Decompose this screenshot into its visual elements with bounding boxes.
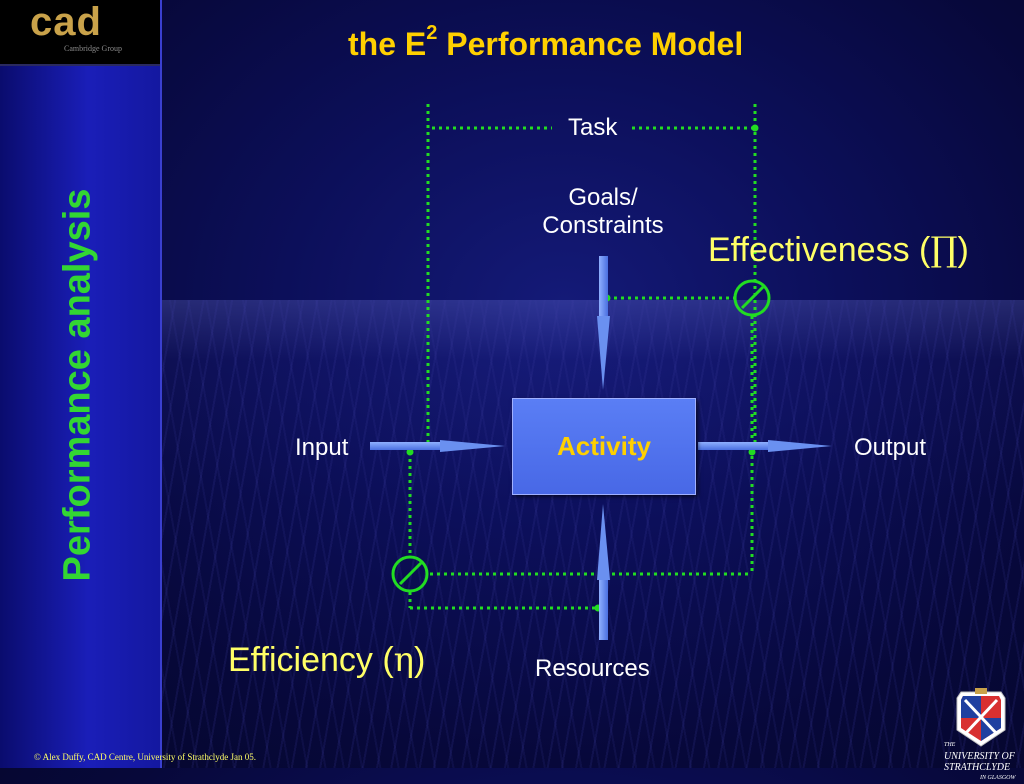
task-label: Task [568,114,618,141]
efficiency-gauge-icon [391,555,429,593]
logo-text: cad [30,0,102,44]
activity-box: Activity [512,398,696,495]
effectiveness-text: Effectiveness ( [708,231,931,269]
resources-arrow [597,504,610,640]
cad-logo: cad Cambridge Group [0,0,160,66]
output-label: Output [854,434,927,461]
junction-dots [406,124,759,612]
copyright-footer: © Alex Duffy, CAD Centre, University of … [34,752,257,762]
goals-label-line2: Constraints [542,212,664,239]
efficiency-label: Efficiency (η) [228,640,425,680]
title-prefix: the E [348,26,427,62]
title-suffix: Performance Model [437,26,744,62]
page-title: the E2 Performance Model [348,22,744,63]
goals-label-line1: Goals/ [568,184,638,211]
title-superscript: 2 [426,22,438,45]
resources-label: Resources [535,655,650,682]
university-line1: THE [944,742,956,748]
efficiency-text: Efficiency ( [228,641,394,679]
activity-label: Activity [557,431,651,461]
university-line2: UNIVERSITY OF [944,751,1015,762]
sidebar: cad Cambridge Group Performance analysis [0,0,162,768]
efficiency-close: ) [414,641,426,679]
output-arrow [698,440,832,452]
efficiency-symbol: η [393,640,415,680]
goals-constraints-label: Goals/ Constraints [520,184,686,240]
dotted-task-boundary [426,104,757,442]
university-wordmark: THE UNIVERSITY OF STRATHCLYDE IN GLASGOW [944,740,1016,784]
input-arrow [370,440,505,452]
input-label: Input [295,434,349,461]
logo-subtext: Cambridge Group [64,44,122,53]
goals-arrow [597,256,610,390]
university-crest-icon [956,688,1006,747]
effectiveness-symbol: ∏ [930,230,958,270]
performance-model-diagram [370,104,832,640]
effectiveness-gauge-icon [733,279,771,317]
effectiveness-close: ) [957,231,969,269]
effectiveness-label: Effectiveness (∏) [708,230,969,270]
dotted-efficiency-loop [408,452,752,610]
university-line4: IN GLASGOW [980,775,1016,781]
